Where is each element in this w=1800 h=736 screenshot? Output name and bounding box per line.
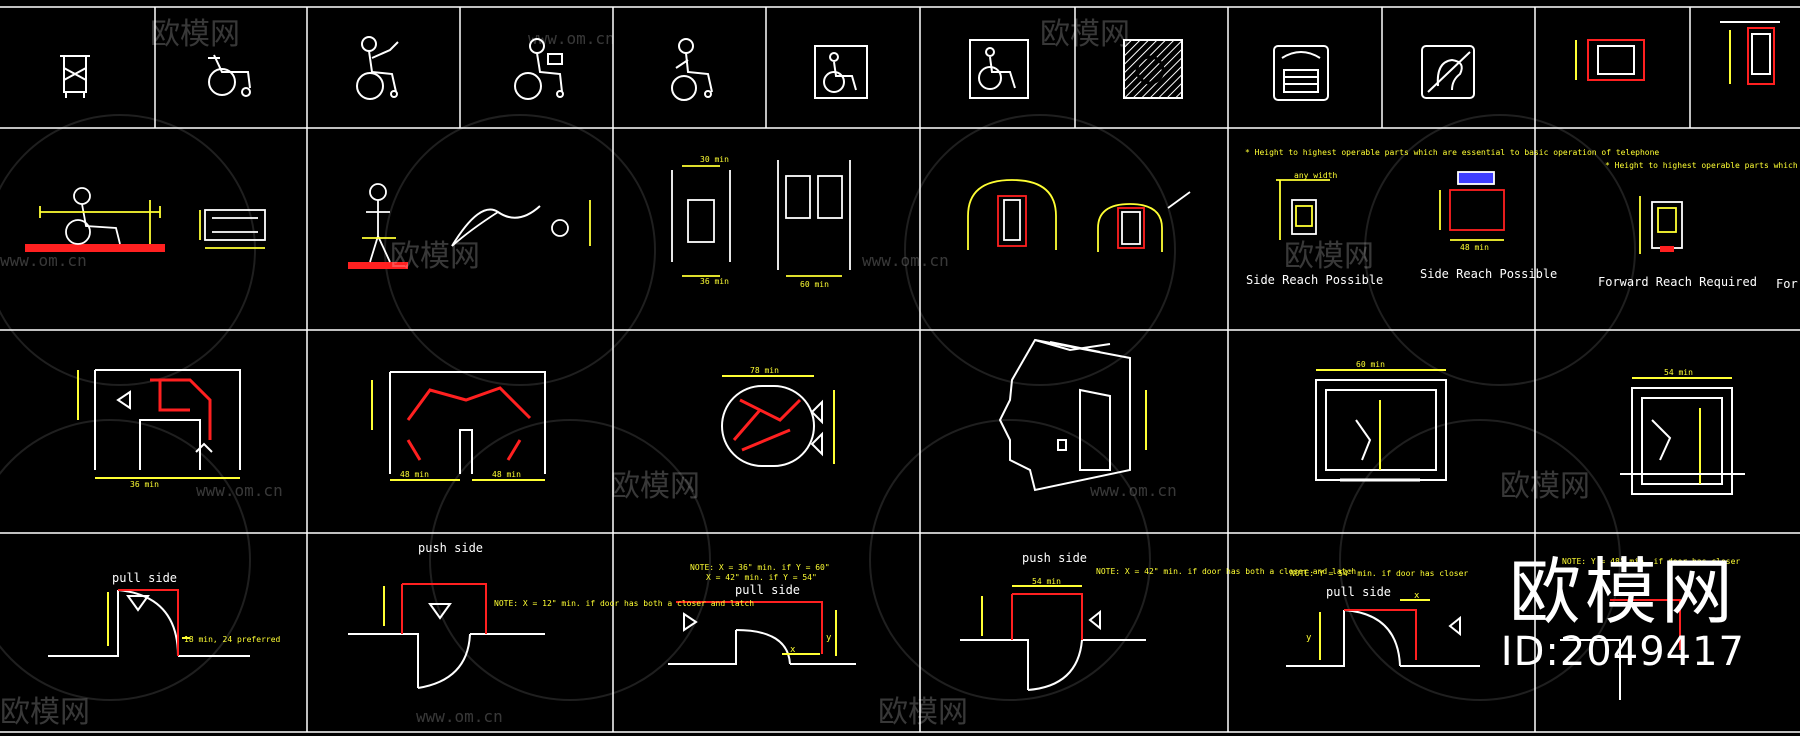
dim-36-passage: 36 min bbox=[700, 277, 729, 286]
dim-48-phone: 48 min bbox=[1460, 243, 1489, 252]
dim-54-elevator: 54 min bbox=[1664, 368, 1693, 377]
label-pull-side-1: pull side bbox=[112, 571, 177, 585]
watermark-url: www.om.cn bbox=[416, 707, 503, 726]
door-latch-side-approach-pull bbox=[1286, 599, 1480, 667]
wheelchair-user-front-icon bbox=[671, 38, 713, 101]
watermark-url: www.om.cn bbox=[0, 251, 87, 270]
dim-y-hinge: y bbox=[826, 633, 832, 643]
label-push-side-1: push side bbox=[418, 541, 483, 555]
door-latch-side-approach-push bbox=[1560, 599, 1681, 700]
note-height-operable-1: * Height to highest operable parts which… bbox=[1245, 148, 1659, 157]
note-any-width: any width bbox=[1294, 171, 1338, 180]
watermark-brand-large: 欧模网 bbox=[1508, 550, 1737, 634]
watermark-url: www.om.cn bbox=[1090, 481, 1177, 500]
row-4-drawings bbox=[48, 583, 1681, 700]
corridor-turn-l bbox=[77, 369, 241, 479]
turning-space-90 bbox=[1097, 191, 1191, 252]
dim-60-elevator: 60 min bbox=[1356, 360, 1385, 369]
dim-y-latch: y bbox=[1306, 633, 1312, 643]
wheelchair-plan-icon bbox=[1575, 39, 1645, 81]
watermark-brand: 欧模网 bbox=[1284, 239, 1374, 274]
note-y-54: NOTE: Y = 54" min. if door has closer bbox=[1290, 569, 1468, 578]
wheelchair-passage-60 bbox=[777, 160, 851, 277]
accessibility-symbol-filled-icon bbox=[969, 39, 1029, 99]
wheelchair-user-icon bbox=[356, 36, 399, 100]
elevator-plan-54 bbox=[1620, 377, 1745, 495]
watermark-id: ID:2049417 bbox=[1500, 629, 1745, 675]
dim-36-corridor: 36 min bbox=[130, 480, 159, 489]
watermark-brand: 欧模网 bbox=[150, 17, 240, 52]
wheelchair-dimensions-plan bbox=[199, 209, 266, 249]
row-2-drawings bbox=[25, 160, 1683, 277]
sheet-grid bbox=[0, 6, 1800, 733]
watermark-brand: 欧模网 bbox=[0, 695, 90, 730]
wheelchair-user-reading-icon bbox=[514, 38, 564, 100]
standing-figure-wheelchair bbox=[348, 183, 408, 269]
dim-30: 30 min bbox=[700, 155, 729, 164]
wheelchair-dimensions-side bbox=[25, 187, 165, 252]
wheelchair-tipping-diagram bbox=[451, 200, 591, 247]
dim-x-latch: x bbox=[1414, 591, 1420, 601]
telephone-clearance bbox=[1439, 171, 1505, 241]
text-layer: 30 min 60 min 78 min 60 min 54 min 36 mi… bbox=[0, 17, 1800, 730]
label-push-side-2: push side bbox=[1022, 551, 1087, 565]
label-pull-side-2: pull side bbox=[735, 583, 800, 597]
watermark-brand-badge: 欧模网 ID:2049417 bbox=[1501, 556, 1745, 672]
wheelchair-passage-30 bbox=[671, 165, 731, 277]
accessibility-symbol-icon bbox=[814, 45, 868, 99]
watermark-url: www.om.cn bbox=[528, 29, 615, 48]
note-xy-1: NOTE: X = 36" min. if Y = 60" bbox=[690, 563, 830, 572]
note-x-door: NOTE: X = 42" min. if door has both a cl… bbox=[1096, 567, 1356, 576]
label-pull-side-3: pull side bbox=[1326, 585, 1391, 599]
note-x-12: NOTE: X = 12" min. if door has both a cl… bbox=[494, 599, 754, 608]
watermark-url: www.om.cn bbox=[862, 251, 949, 270]
row-1-icons bbox=[60, 21, 1780, 101]
text-telephone-icon bbox=[1273, 45, 1329, 101]
note-xy-2: X = 42" min. if Y = 54" bbox=[706, 573, 817, 582]
watermark-circles bbox=[0, 114, 1636, 701]
elevator-plan-60 bbox=[1315, 369, 1447, 482]
watermark-brand: 欧模网 bbox=[1040, 17, 1130, 52]
watermark-url: www.om.cn bbox=[196, 481, 283, 500]
label-side-reach-2: Side Reach Possible bbox=[1420, 267, 1557, 281]
row-3-drawings bbox=[77, 338, 1745, 495]
turning-circle bbox=[721, 375, 835, 467]
label-forward-reach-cut: For bbox=[1776, 277, 1798, 291]
note-preferred: 18 min, 24 preferred bbox=[184, 635, 281, 644]
turning-space-180 bbox=[967, 179, 1057, 250]
door-front-approach-pull bbox=[48, 589, 250, 657]
dim-60: 60 min bbox=[800, 280, 829, 289]
telephone-side-reach bbox=[1276, 179, 1330, 240]
wheelchair-side-icon bbox=[208, 54, 251, 97]
note-cut: NOTE: Y = 48" min. if door has closer bbox=[1562, 557, 1740, 566]
watermark-brand: 欧模网 bbox=[1500, 469, 1590, 504]
door-side-approach-push bbox=[960, 585, 1146, 691]
watermark-brand: 欧模网 bbox=[390, 239, 480, 274]
corridor-turn-t bbox=[371, 371, 546, 481]
door-hinge-side-approach bbox=[668, 601, 856, 665]
watermark-brand: 欧模网 bbox=[610, 469, 700, 504]
note-height-operable-2: * Height to highest operable parts which… bbox=[1605, 161, 1800, 170]
watermark-brand: 欧模网 bbox=[878, 695, 968, 730]
door-front-approach-push bbox=[348, 583, 545, 689]
hearing-loss-symbol-icon bbox=[1421, 45, 1475, 99]
dim-48-corridor-b: 48 min bbox=[492, 470, 521, 479]
telephone-forward-reach bbox=[1639, 196, 1683, 254]
label-forward-reach: Forward Reach Required bbox=[1598, 275, 1757, 289]
dim-x-hinge: x bbox=[790, 645, 796, 655]
accessibility-symbol-hatched-icon bbox=[1123, 39, 1183, 99]
dim-54-door: 54 min bbox=[1032, 577, 1061, 586]
label-side-reach-1: Side Reach Possible bbox=[1246, 273, 1383, 287]
dim-78: 78 min bbox=[750, 366, 779, 375]
wheelchair-plan-icon bbox=[1720, 21, 1780, 85]
wheelchair-folded-icon bbox=[60, 55, 90, 98]
dim-48-corridor-a: 48 min bbox=[400, 470, 429, 479]
elevator-isometric bbox=[998, 338, 1147, 492]
